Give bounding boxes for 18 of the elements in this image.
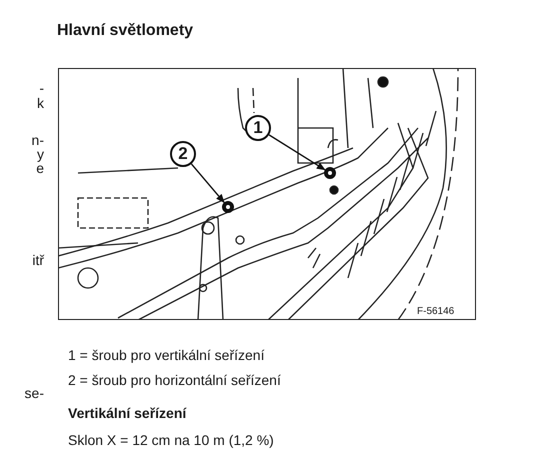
- note-text: 1 = šroub pro vertikální seřízení: [68, 347, 264, 363]
- leader-arrow: [268, 134, 326, 170]
- callout-number: 2: [170, 141, 196, 167]
- screw-mark: [222, 201, 234, 213]
- callout-number: 1: [245, 115, 271, 141]
- margin-text-fragment: -: [39, 80, 44, 96]
- figure-number: F-56146: [417, 306, 454, 317]
- margin-text-fragment: se-: [24, 385, 44, 401]
- note-text: Sklon X = 12 cm na 10 m (1,2 %): [68, 432, 274, 448]
- margin-text-fragment: itř: [32, 252, 44, 268]
- margin-text-fragment: k: [37, 95, 44, 111]
- screw-mark: [324, 167, 336, 179]
- section-heading: Vertikální seřízení: [68, 405, 186, 421]
- note-text: 2 = šroub pro horizontální seřízení: [68, 372, 281, 388]
- page-heading: Hlavní světlomety: [57, 22, 194, 40]
- margin-text-fragment: y: [37, 146, 44, 162]
- margin-text-fragment: n-: [32, 132, 44, 148]
- leader-arrow: [190, 163, 225, 204]
